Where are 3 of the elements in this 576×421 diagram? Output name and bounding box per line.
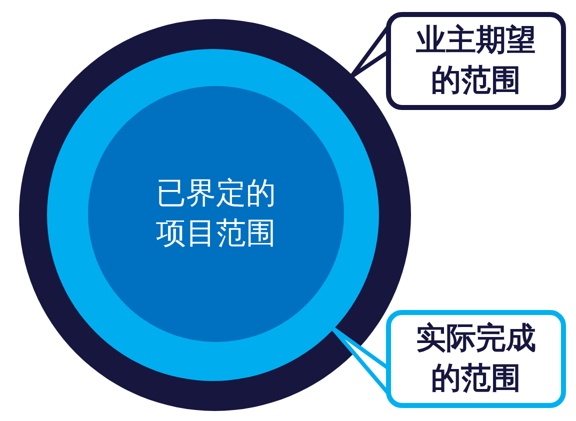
scope-label: 已界定的项目范围 [155,174,277,253]
scope-label: 实际完成的范围 [415,320,537,398]
scope-label: 业主期望的范围 [415,22,537,100]
